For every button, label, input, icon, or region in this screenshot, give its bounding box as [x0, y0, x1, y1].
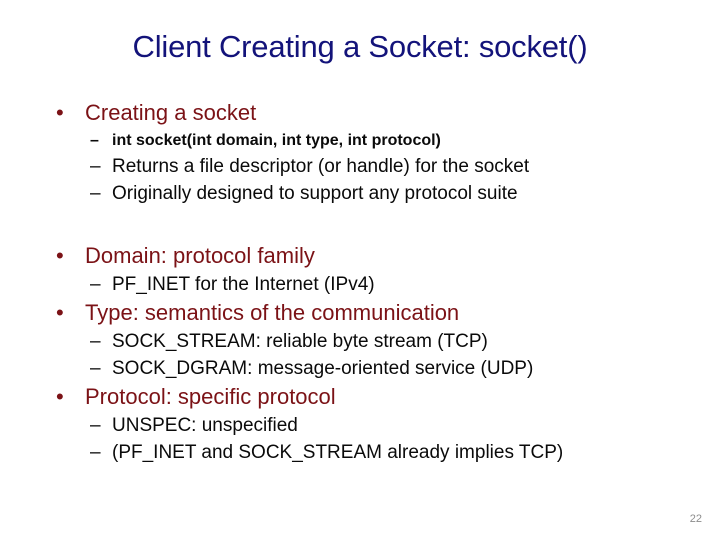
bullet-group-domain: • Domain: protocol family – PF_INET for …	[0, 241, 720, 298]
bullet-dot-icon: •	[56, 384, 64, 409]
bullet-group-type: • Type: semantics of the communication –…	[0, 298, 720, 382]
bullet-level2-label: SOCK_STREAM: reliable byte stream (TCP)	[112, 331, 488, 352]
bullet-group-protocol: • Protocol: specific protocol – UNSPEC: …	[0, 382, 720, 466]
slide-body: • Creating a socket – int socket(int dom…	[0, 98, 720, 466]
bullet-level1-type: • Type: semantics of the communication	[0, 298, 720, 328]
bullet-level2-label: Returns a file descriptor (or handle) fo…	[112, 156, 530, 177]
bullet-dot-icon: •	[56, 300, 64, 325]
bullet-level1-label: Type: semantics of the communication	[85, 300, 460, 325]
bullet-level2-label: SOCK_DGRAM: message-oriented service (UD…	[112, 358, 534, 379]
page-number: 22	[689, 513, 702, 525]
dash-marker-icon: –	[90, 156, 101, 177]
bullet-level2-label: PF_INET for the Internet (IPv4)	[112, 274, 375, 295]
bullet-level2-label: (PF_INET and SOCK_STREAM already implies…	[112, 442, 564, 463]
bullet-level1-domain: • Domain: protocol family	[0, 241, 720, 271]
dash-marker-icon: –	[90, 415, 101, 436]
bullet-level2-implies-tcp: – (PF_INET and SOCK_STREAM already impli…	[0, 439, 720, 466]
bullet-group-creating-a-socket: • Creating a socket – int socket(int dom…	[0, 98, 720, 207]
bullet-level1-protocol: • Protocol: specific protocol	[0, 382, 720, 412]
dash-marker-icon: –	[90, 331, 101, 352]
dash-marker-icon: –	[90, 274, 101, 295]
bullet-level2-returns-fd: – Returns a file descriptor (or handle) …	[0, 153, 720, 180]
bullet-dot-icon: •	[56, 100, 64, 125]
bullet-level2-label: Originally designed to support any proto…	[112, 183, 518, 204]
bullet-level2-sock-stream: – SOCK_STREAM: reliable byte stream (TCP…	[0, 328, 720, 355]
bullet-level1-creating-a-socket: • Creating a socket	[0, 98, 720, 128]
bullet-level1-label: Domain: protocol family	[85, 243, 315, 268]
bullet-level2-pf-inet: – PF_INET for the Internet (IPv4)	[0, 271, 720, 298]
bullet-level2-sock-dgram: – SOCK_DGRAM: message-oriented service (…	[0, 355, 720, 382]
dash-marker-icon: –	[90, 358, 101, 379]
bullet-level2-unspec: – UNSPEC: unspecified	[0, 412, 720, 439]
bullet-level2-label: UNSPEC: unspecified	[112, 415, 298, 436]
bullet-level2-label: int socket(int domain, int type, int pro…	[112, 132, 441, 149]
dash-marker-icon: –	[90, 442, 101, 463]
bullet-level2-socket-signature: – int socket(int domain, int type, int p…	[0, 128, 720, 153]
dash-marker-icon: –	[90, 183, 101, 204]
bullet-level1-label: Protocol: specific protocol	[85, 384, 336, 409]
bullet-level1-label: Creating a socket	[85, 100, 257, 125]
dash-marker-icon: –	[90, 132, 99, 149]
bullet-level2-protocol-suite: – Originally designed to support any pro…	[0, 180, 720, 207]
page-title: Client Creating a Socket: socket()	[132, 29, 588, 64]
bullet-dot-icon: •	[56, 243, 64, 268]
